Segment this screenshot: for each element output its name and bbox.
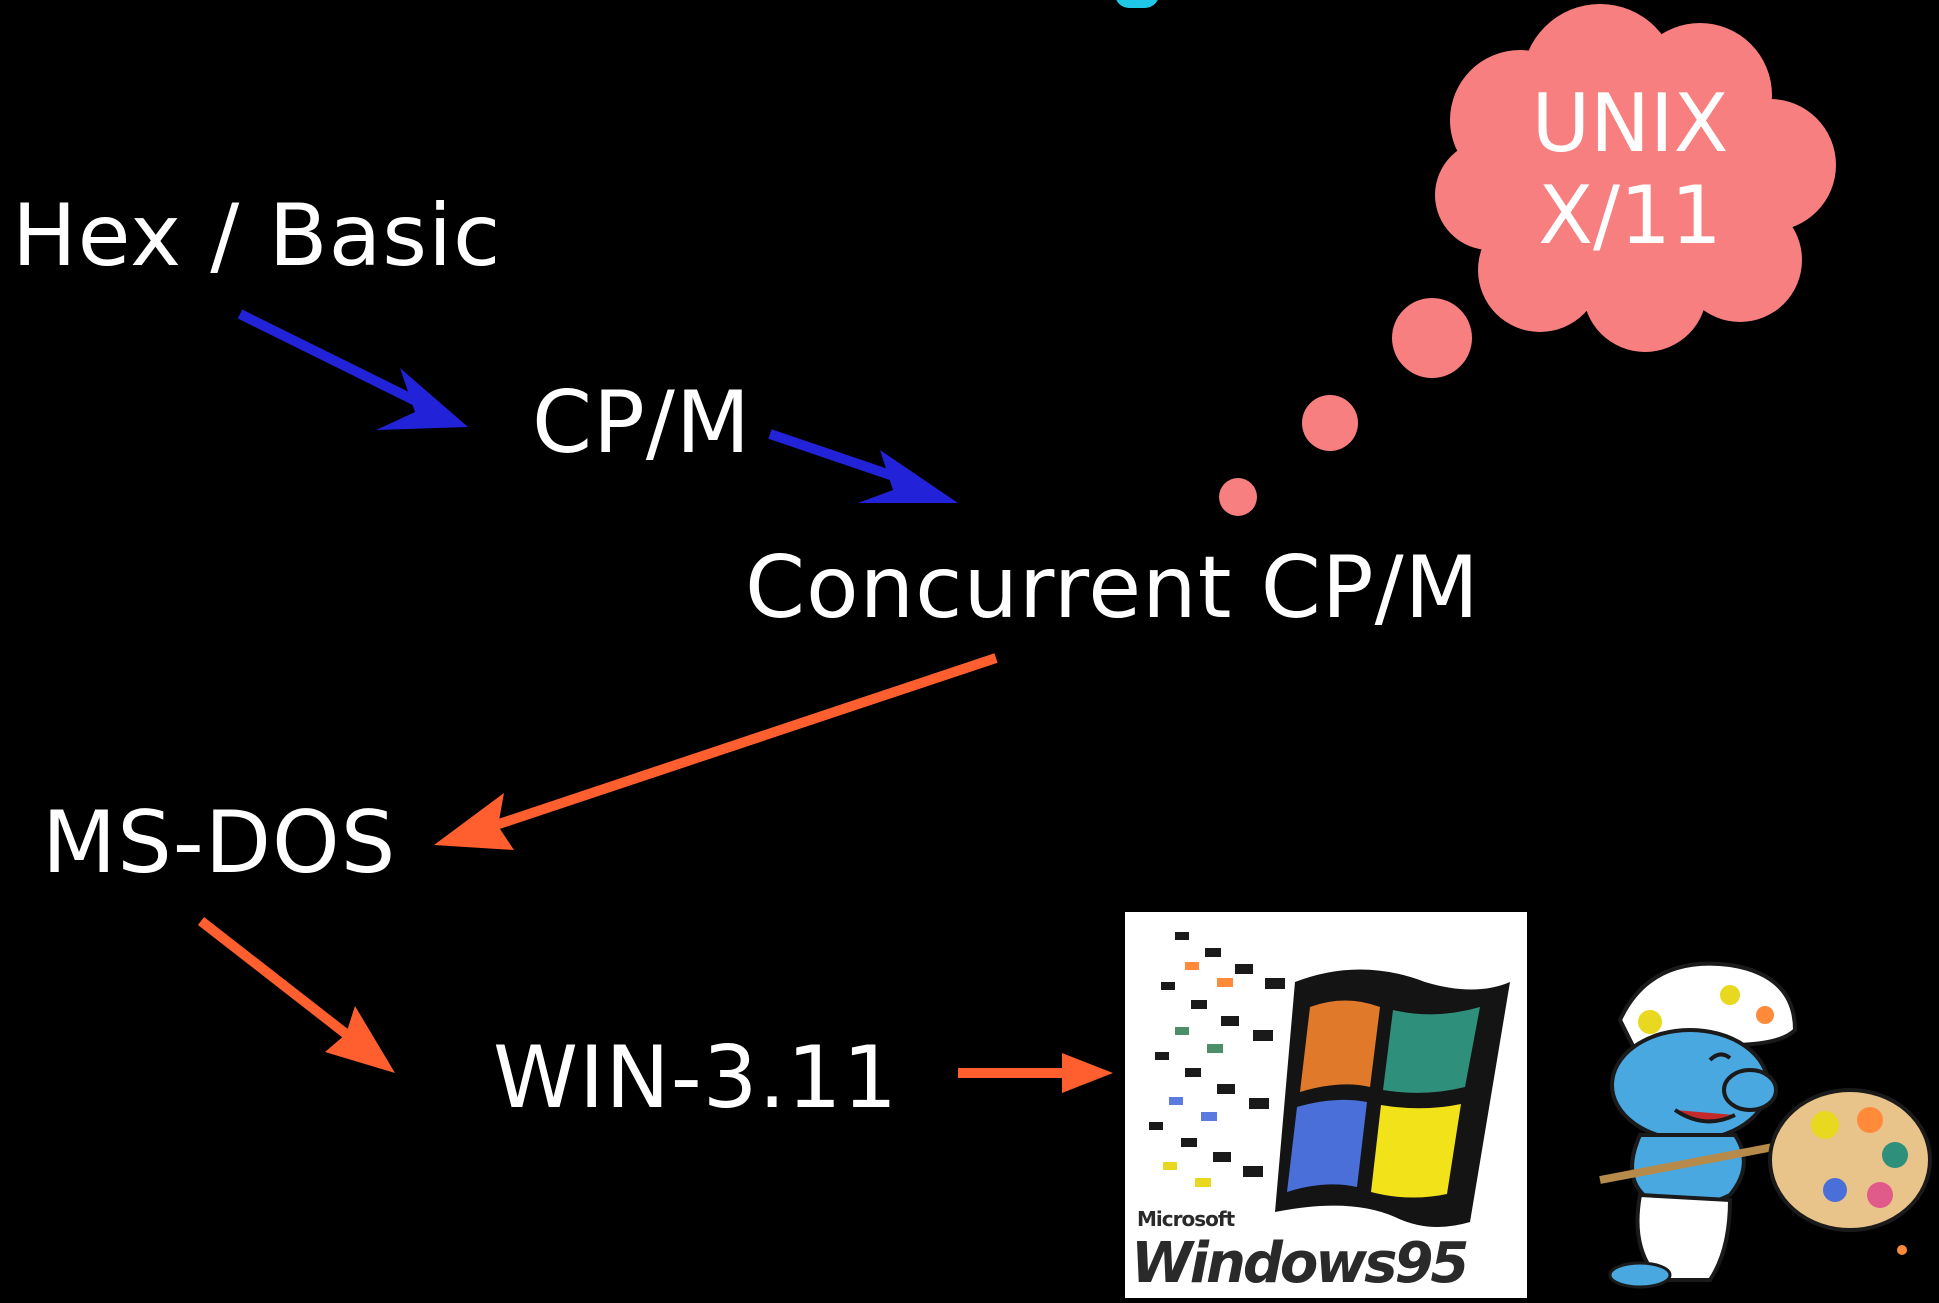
painter-smurf-icon — [1599, 961, 1932, 1289]
node-concurrent-cpm: Concurrent CP/M — [745, 538, 1480, 638]
arrow-concurrent-to-msdos — [434, 653, 998, 850]
node-cpm: CP/M — [532, 373, 752, 473]
title-fragment — [0, 0, 1939, 12]
thought-cloud-text: UNIX X/11 — [1500, 78, 1760, 262]
thought-dot-large — [1392, 298, 1472, 378]
cloud-line-x11: X/11 — [1538, 169, 1722, 262]
thought-cloud-icon — [1219, 4, 1836, 516]
windows95-wordmark: Microsoft Windows95 — [1131, 1207, 1469, 1296]
windows-flag-icon — [1149, 932, 1510, 1227]
arrow-hex-to-cpm — [237, 309, 468, 430]
node-win311: WIN-3.11 — [493, 1028, 899, 1128]
title-glyph-fragment — [1115, 0, 1159, 8]
logo-product: Windows95 — [1131, 1231, 1469, 1296]
node-ms-dos: MS-DOS — [42, 793, 397, 893]
logo-maker: Microsoft — [1137, 1207, 1235, 1231]
arrow-cpm-to-concurrent — [768, 429, 958, 503]
thought-dot-medium — [1302, 395, 1358, 451]
thought-dot-small — [1219, 478, 1257, 516]
cloud-line-unix: UNIX — [1531, 77, 1729, 170]
windows-95-logo-icon: Microsoft Windows95 — [1125, 912, 1527, 1298]
arrow-msdos-to-win311 — [197, 917, 395, 1073]
arrow-win311-to-win95 — [958, 1053, 1113, 1093]
node-hex-basic: Hex / Basic — [12, 186, 502, 286]
